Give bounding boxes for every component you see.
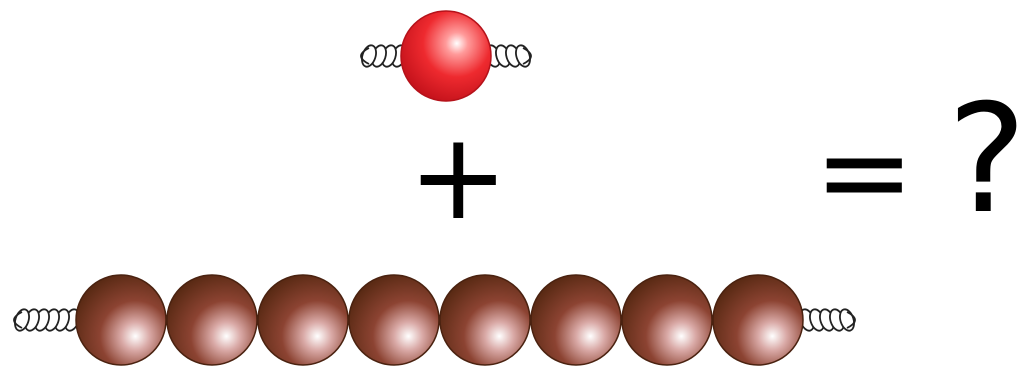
string-left-of-bead-chain [12,308,81,333]
brown-bead-chain [12,275,856,365]
brown-bead [76,275,166,365]
brown-bead [622,275,712,365]
equals-sign: = [814,113,914,233]
brown-bead [531,275,621,365]
question-mark: ? [944,85,1030,235]
brown-bead [258,275,348,365]
string-right-of-bead-chain [797,308,856,333]
single-red-bead-group [359,11,532,101]
brown-bead [713,275,803,365]
plus-sign: + [408,118,504,238]
brown-bead [167,275,257,365]
brown-bead [349,275,439,365]
red-bead [401,11,491,101]
brown-bead [440,275,530,365]
